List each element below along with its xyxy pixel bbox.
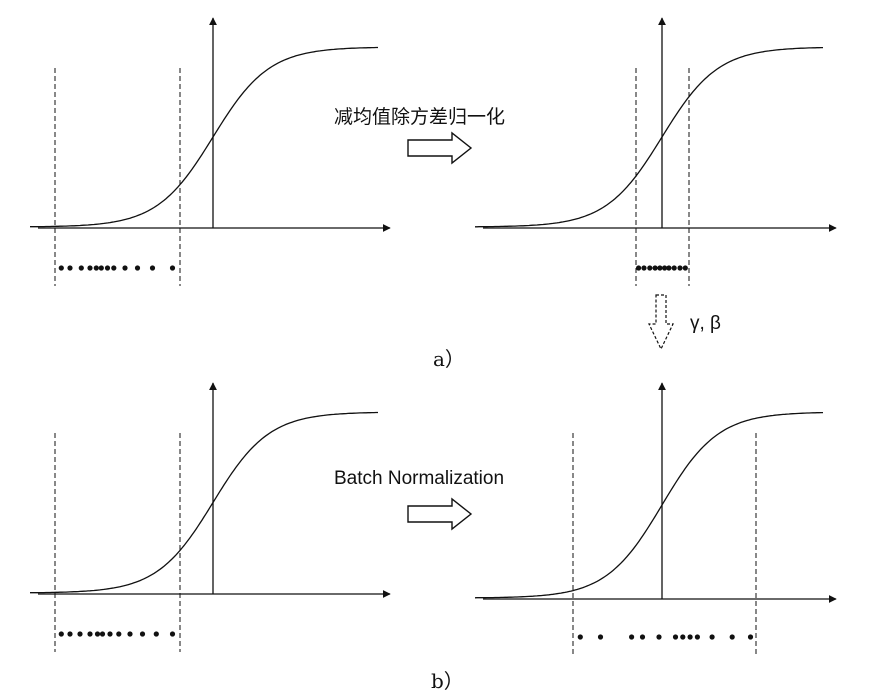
sample-dot: [58, 631, 64, 637]
step-label-normalize: 减均值除方差归一化: [334, 107, 506, 128]
sample-dot: [87, 265, 93, 271]
sigmoid-curve: [30, 46, 378, 228]
sample-dot: [94, 631, 101, 637]
sample-dot: [671, 265, 677, 271]
sample-dot: [597, 634, 604, 640]
sample-dot: [672, 634, 679, 640]
sample-dot: [656, 634, 662, 640]
sample-dot: [729, 634, 735, 640]
sample-dot: [78, 265, 84, 271]
caption-a: a）: [433, 347, 465, 371]
sample-dot: [577, 634, 583, 640]
sample-dot: [77, 631, 83, 637]
sample-dot: [682, 265, 688, 271]
sample-dot: [687, 634, 693, 640]
step-label-batch-normalization: Batch Normalization: [334, 468, 505, 489]
sample-dot: [647, 265, 653, 271]
sample-dot: [662, 265, 668, 271]
sample-dot: [652, 265, 658, 271]
sample-dot: [680, 634, 686, 640]
sigmoid-curve: [474, 411, 823, 599]
sample-dot: [666, 265, 672, 271]
sample-dot: [127, 631, 133, 637]
sample-dot: [747, 634, 754, 640]
sample-dot: [153, 631, 159, 637]
sample-dot: [636, 265, 642, 271]
right-arrow-icon: [407, 497, 473, 531]
sample-dot: [67, 631, 73, 637]
sample-dot: [111, 265, 117, 271]
sample-dot: [58, 265, 64, 271]
sample-dot: [67, 265, 73, 271]
sample-dot: [134, 265, 141, 271]
panel-a-left: [30, 17, 391, 286]
sigmoid-curve: [475, 46, 823, 228]
sample-dot: [169, 631, 176, 637]
down-arrow-icon: [648, 294, 674, 351]
sample-dot: [99, 631, 106, 637]
sample-dot: [122, 265, 128, 271]
sample-dot: [657, 265, 663, 271]
sample-dot: [107, 631, 113, 637]
sample-dot: [639, 634, 646, 640]
sample-dot: [116, 631, 122, 637]
panel-b-right: [474, 382, 837, 655]
sample-dot: [629, 634, 635, 640]
caption-b: b）: [431, 669, 464, 693]
sample-dot: [93, 265, 99, 271]
sample-dot: [139, 631, 146, 637]
sample-dot: [641, 265, 647, 271]
gamma-beta-label: γ, β: [690, 313, 721, 334]
panel-b-left: [30, 382, 391, 652]
sigmoid-curve: [30, 411, 378, 594]
sample-dot: [87, 631, 93, 637]
sample-dot: [169, 265, 176, 271]
sample-dot: [104, 265, 111, 271]
sample-dot: [149, 265, 156, 271]
right-arrow-icon: [407, 131, 473, 165]
sample-dot: [694, 634, 701, 640]
sample-dot: [98, 265, 104, 271]
sample-dot: [709, 634, 715, 640]
sample-dot: [677, 265, 683, 271]
panel-a-right: [475, 17, 837, 286]
